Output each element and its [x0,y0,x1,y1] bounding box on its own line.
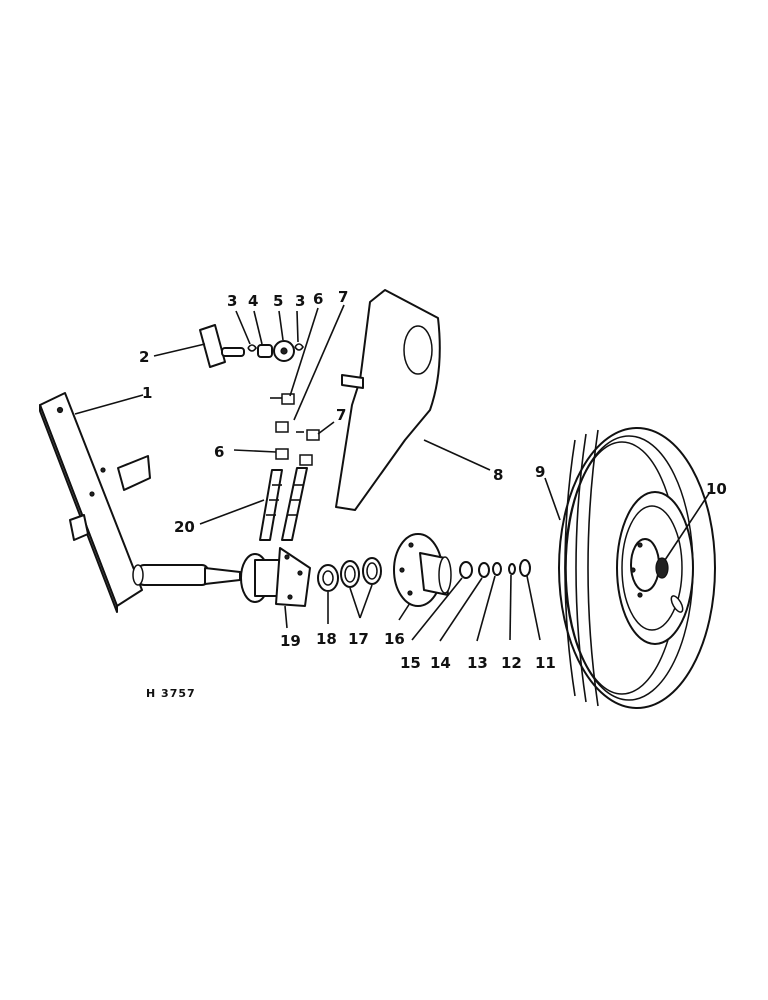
leader-lines [74,304,711,642]
callout-6a: 6 [313,290,323,308]
part-11-dust-cap [519,559,531,577]
callout-17: 17 [348,630,369,648]
part-17-bearing-cups [340,557,382,588]
callout-20: 20 [174,518,195,536]
callout-labels: 1 2 3 4 5 3 6 7 6 7 8 9 10 11 12 13 14 1… [139,288,727,672]
callout-8: 8 [493,466,503,484]
callout-3b: 3 [295,292,305,310]
callout-19: 19 [280,632,301,650]
part-15-bearing-cone [459,561,473,579]
part-19-sprocket-hub [240,547,311,607]
part-10-rim [616,491,694,645]
callout-13: 13 [467,654,488,672]
part-2-idler-bracket [199,324,245,368]
callout-12: 12 [501,654,522,672]
callout-2: 2 [139,348,149,366]
callout-15: 15 [400,654,421,672]
part-16-wheel-hub [393,533,452,607]
callout-4: 4 [248,292,258,310]
part-6-7-chain-links [270,393,320,466]
part-20-roller-chain [259,467,308,541]
callout-10: 10 [706,480,727,498]
figure-id: H 3757 [146,687,196,700]
callout-9: 9 [535,463,545,481]
part-4-spacer [257,344,273,358]
part-14-washer [478,562,490,578]
part-8-chain-shield [335,289,441,511]
callout-18: 18 [316,630,337,648]
callout-14: 14 [430,654,451,672]
callout-7a: 7 [338,288,348,306]
callout-16: 16 [384,630,405,648]
part-12-cotter-pin [508,563,516,575]
part-18-seal [317,564,339,592]
callout-5: 5 [273,292,283,310]
part-3-clip [247,343,304,352]
callout-3a: 3 [227,292,237,310]
callout-7b: 7 [336,406,346,424]
callout-11: 11 [535,654,556,672]
part-5-sprocket [273,340,295,362]
callout-6b: 6 [214,443,224,461]
callout-1: 1 [142,384,152,402]
part-13-nut [492,562,502,576]
part-1-frame-spindle [39,392,241,613]
